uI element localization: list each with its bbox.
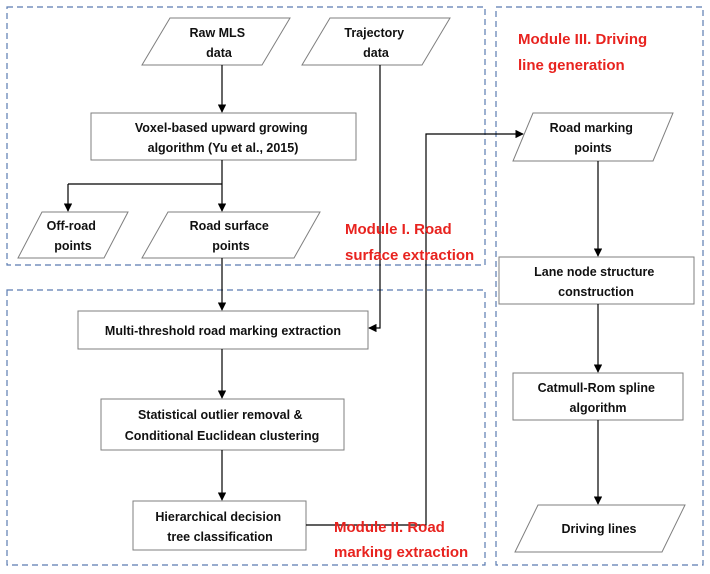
module-3-label: Module III. Driving line generation — [518, 31, 651, 74]
hierarchical-classification-node: Hierarchical decision tree classificatio… — [132, 500, 307, 551]
svg-text:Trajectory data: Trajectory data — [344, 26, 407, 60]
outlier-removal-line-1: Statistical outlier removal & — [138, 408, 303, 422]
svg-text:Road surface points: Road surface points — [190, 219, 273, 253]
raw-mls-data-node: Raw MLS data — [141, 17, 291, 66]
svg-text:Statistical outlier removal &: Statistical outlier removal & Conditiona… — [125, 408, 319, 443]
arrow-trajectory-to-multi — [368, 65, 381, 333]
road-surface-points-node: Road surface points — [141, 211, 321, 259]
module-3-region — [495, 6, 704, 566]
road-marking-points-node: Road marking points — [512, 112, 674, 162]
svg-text:Raw MLS data: Raw MLS data — [189, 26, 248, 60]
road-marking-points-line-2: points — [574, 141, 612, 155]
road-surface-points-line-1: Road surface — [190, 219, 269, 233]
module-1-label: Module I. Road surface extraction — [345, 221, 474, 264]
svg-text:Road marking points: Road marking points — [550, 121, 637, 155]
driving-lines-label: Driving lines — [561, 522, 636, 536]
road-marking-points-line-1: Road marking — [550, 121, 633, 135]
module-2-label-line-1: Module II. Road — [334, 519, 445, 536]
module-1-label-line-2: surface extraction — [345, 247, 474, 264]
module-2-label-line-2: marking extraction — [334, 544, 468, 561]
driving-lines-node: Driving lines — [514, 504, 686, 553]
raw-mls-data-line-1: Raw MLS — [189, 26, 245, 40]
svg-text:Voxel-based upward growing: Voxel-based upward growing algorithm (Yu… — [135, 121, 311, 155]
module-2-region — [6, 289, 486, 566]
hierarchical-classification-line-2: tree classification — [167, 530, 273, 544]
trajectory-data-node: Trajectory data — [301, 17, 451, 66]
off-road-points-line-2: points — [54, 239, 92, 253]
module-3-label-line-1: Module III. Driving — [518, 31, 647, 48]
raw-mls-data-line-2: data — [206, 46, 233, 60]
voxel-algorithm-line-1: Voxel-based upward growing — [135, 121, 308, 135]
voxel-algorithm-node: Voxel-based upward growing algorithm (Yu… — [90, 112, 357, 161]
svg-text:Off-road points: Off-road points — [47, 219, 100, 253]
off-road-points-line-1: Off-road — [47, 219, 96, 233]
road-surface-points-line-2: points — [212, 239, 250, 253]
voxel-algorithm-line-2: algorithm (Yu et al., 2015) — [148, 141, 299, 155]
multi-threshold-extraction-node: Multi-threshold road marking extraction — [77, 310, 369, 350]
arrow-hierarchical-to-marking-points — [306, 129, 524, 526]
module-3-label-line-2: line generation — [518, 57, 625, 74]
module-2-label: Module II. Road marking extraction — [334, 519, 468, 561]
svg-text:Lane node structure cons: Lane node structure construction — [534, 265, 658, 299]
catmull-rom-spline-line-1: Catmull-Rom spline — [538, 381, 655, 395]
trajectory-data-line-2: data — [363, 46, 390, 60]
hierarchical-classification-line-1: Hierarchical decision — [155, 510, 281, 524]
lane-node-structure-line-2: construction — [558, 285, 634, 299]
catmull-rom-spline-node: Catmull-Rom spline algorithm — [512, 372, 684, 421]
lane-node-structure-line-1: Lane node structure — [534, 265, 654, 279]
off-road-points-node: Off-road points — [17, 211, 129, 259]
lane-node-structure-node: Lane node structure construction — [498, 256, 695, 305]
trajectory-data-line-1: Trajectory — [344, 26, 404, 40]
multi-threshold-extraction-label: Multi-threshold road marking extraction — [105, 324, 341, 338]
svg-text:Catmull-Rom spline algor: Catmull-Rom spline algorithm — [538, 381, 659, 415]
svg-text:Hierarchical decision tr: Hierarchical decision tree classificatio… — [155, 510, 284, 544]
module-1-label-line-1: Module I. Road — [345, 221, 452, 238]
catmull-rom-spline-line-2: algorithm — [570, 401, 627, 415]
outlier-removal-clustering-node: Statistical outlier removal & Conditiona… — [100, 398, 345, 451]
module-1-region — [6, 6, 486, 266]
outlier-removal-line-2: Conditional Euclidean clustering — [125, 429, 319, 443]
